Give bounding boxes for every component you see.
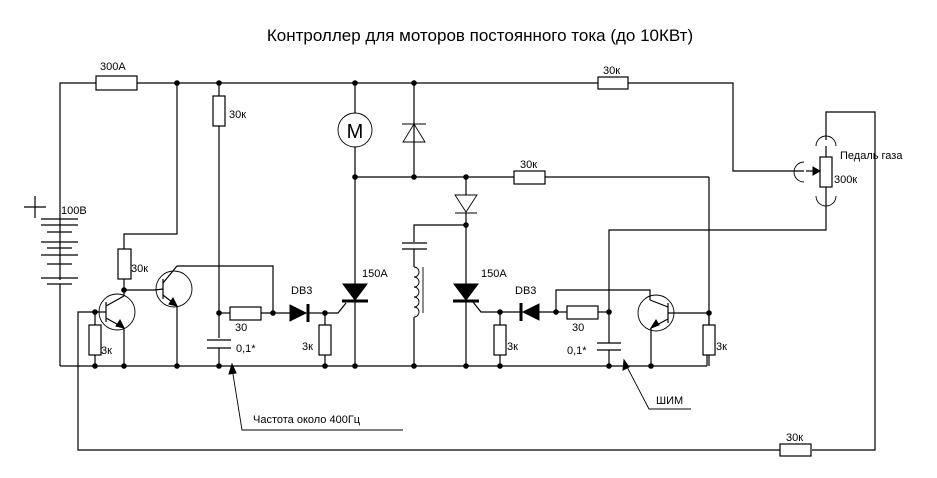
- thyristor-label: 150А: [481, 268, 507, 280]
- resistor-top-feedback: [597, 76, 629, 90]
- frequency-label: Частота около 400Гц: [253, 414, 361, 426]
- pedal-label: Педаль газа: [840, 150, 903, 162]
- wire: [472, 301, 500, 313]
- resistor-bottom-feedback: [779, 443, 812, 457]
- capacitor-label: 0,1*: [567, 345, 587, 357]
- diac-left: [289, 304, 325, 322]
- resistor-bias-left: [117, 248, 132, 280]
- inductor: [413, 266, 424, 318]
- transistor-q2: [154, 265, 193, 366]
- wire: [177, 265, 274, 313]
- resistor-label: 30к: [229, 109, 246, 121]
- diac-label: DB3: [291, 285, 312, 297]
- frequency-annotation: [228, 362, 403, 431]
- transistor-q1: [98, 290, 136, 366]
- resistor-3k-left: [88, 324, 102, 356]
- commutation-capacitor: [402, 242, 427, 250]
- capacitor-label: 0,1*: [236, 343, 256, 355]
- thyristor-commutation: [453, 283, 479, 366]
- resistor-label: 30к: [786, 432, 803, 444]
- pedal-wire: [608, 196, 827, 312]
- freewheel-diode: [402, 123, 426, 143]
- pwm-annotation: [622, 358, 691, 410]
- top-rail-wire: [59, 82, 758, 280]
- resistor-gate-left: [318, 324, 332, 356]
- resistor-timing-right: [566, 305, 599, 320]
- resistor-gate-right: [493, 324, 507, 356]
- diac-right: [519, 303, 556, 321]
- battery: 100В: [24, 196, 87, 366]
- thyristor-main: [342, 283, 368, 366]
- wire: [123, 83, 178, 249]
- resistor-label: 30к: [520, 159, 537, 171]
- pedal-potentiometer: [758, 111, 876, 451]
- resistor-label: 30к: [603, 65, 620, 77]
- resistor-timing-left: [229, 306, 262, 321]
- resistor-bias-top: [212, 95, 226, 127]
- resistor-label: 3к: [507, 341, 518, 353]
- resistor-label: 3к: [101, 345, 112, 357]
- resistor-label: 30: [235, 322, 247, 334]
- thyristor-label: 150А: [362, 268, 388, 280]
- resistor-label: 3к: [302, 341, 313, 353]
- resistor-label: 3к: [716, 341, 727, 353]
- transistor-q3: [637, 294, 675, 366]
- feedback-bottom-wire: [77, 311, 780, 451]
- wire: [325, 302, 347, 314]
- capacitor-right: [597, 342, 621, 366]
- resistor-mid: [513, 170, 546, 185]
- capacitor-left: [207, 339, 231, 366]
- wire: [413, 224, 466, 242]
- wire: [555, 289, 651, 312]
- resistor-label: 30к: [131, 263, 148, 275]
- diac-label: DB3: [515, 285, 536, 297]
- pedal-value: 300к: [834, 174, 857, 186]
- page-title: Контроллер для моторов постоянного тока …: [267, 26, 693, 45]
- fuse-label: 300А: [100, 61, 126, 73]
- pwm-label: ШИМ: [656, 395, 683, 407]
- junction-dots: [92, 80, 712, 369]
- commutation-diode: [454, 194, 478, 214]
- motor: M: [337, 112, 373, 148]
- battery-label: 100В: [61, 205, 87, 217]
- resistor-label: 30: [572, 322, 584, 334]
- resistor-emitter-right: [702, 324, 716, 356]
- motor-label: M: [347, 121, 364, 143]
- fuse: 300А: [95, 61, 138, 91]
